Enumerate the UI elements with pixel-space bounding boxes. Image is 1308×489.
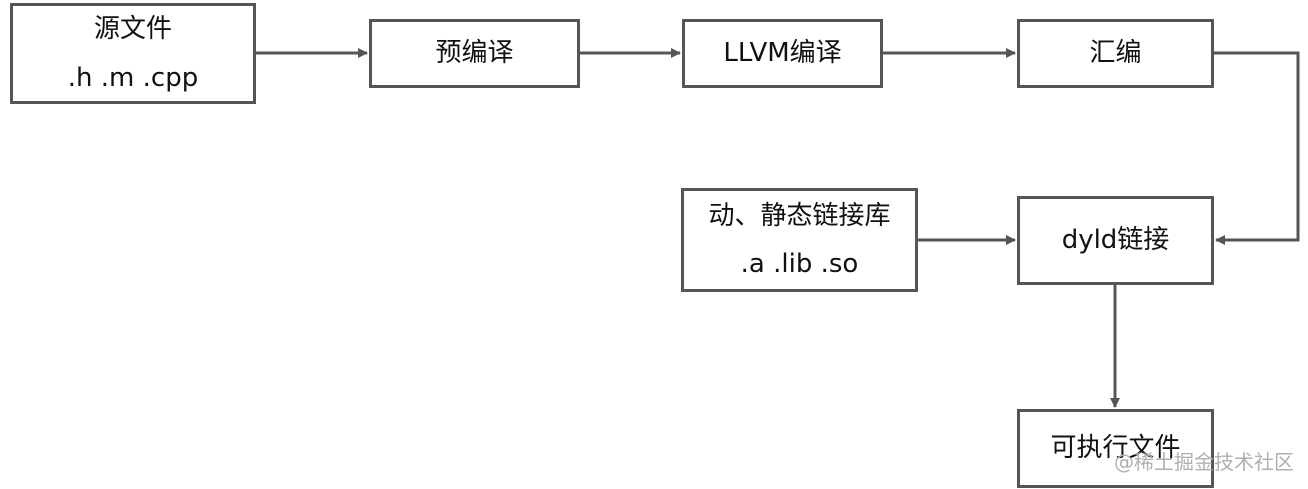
source-files-title: 源文件 — [93, 14, 172, 45]
dyld-link-label: dyld链接 — [1061, 225, 1170, 256]
link-libraries-extensions: .a .lib .so — [740, 249, 859, 279]
edge-assemble-to-dyld — [1214, 51, 1300, 245]
watermark: @稀土掘金技术社区 — [1114, 450, 1294, 474]
source-files-extensions: .h .m .cpp — [67, 62, 199, 93]
preprocess-label: 预编译 — [435, 38, 514, 69]
llvm-compile-node: LLVM编译 — [682, 19, 883, 88]
assemble-label: 汇编 — [1089, 38, 1142, 69]
assemble-node: 汇编 — [1017, 19, 1214, 88]
source-files-node: 源文件 .h .m .cpp — [10, 3, 256, 104]
llvm-compile-label: LLVM编译 — [723, 38, 842, 69]
preprocess-node: 预编译 — [369, 19, 580, 88]
link-libraries-title: 动、静态链接库 — [708, 200, 891, 231]
link-libraries-node: 动、静态链接库 .a .lib .so — [681, 188, 918, 292]
executable-label: 可执行文件 — [1050, 433, 1181, 464]
dyld-link-node: dyld链接 — [1017, 196, 1214, 285]
executable-node: 可执行文件 — [1017, 409, 1214, 488]
